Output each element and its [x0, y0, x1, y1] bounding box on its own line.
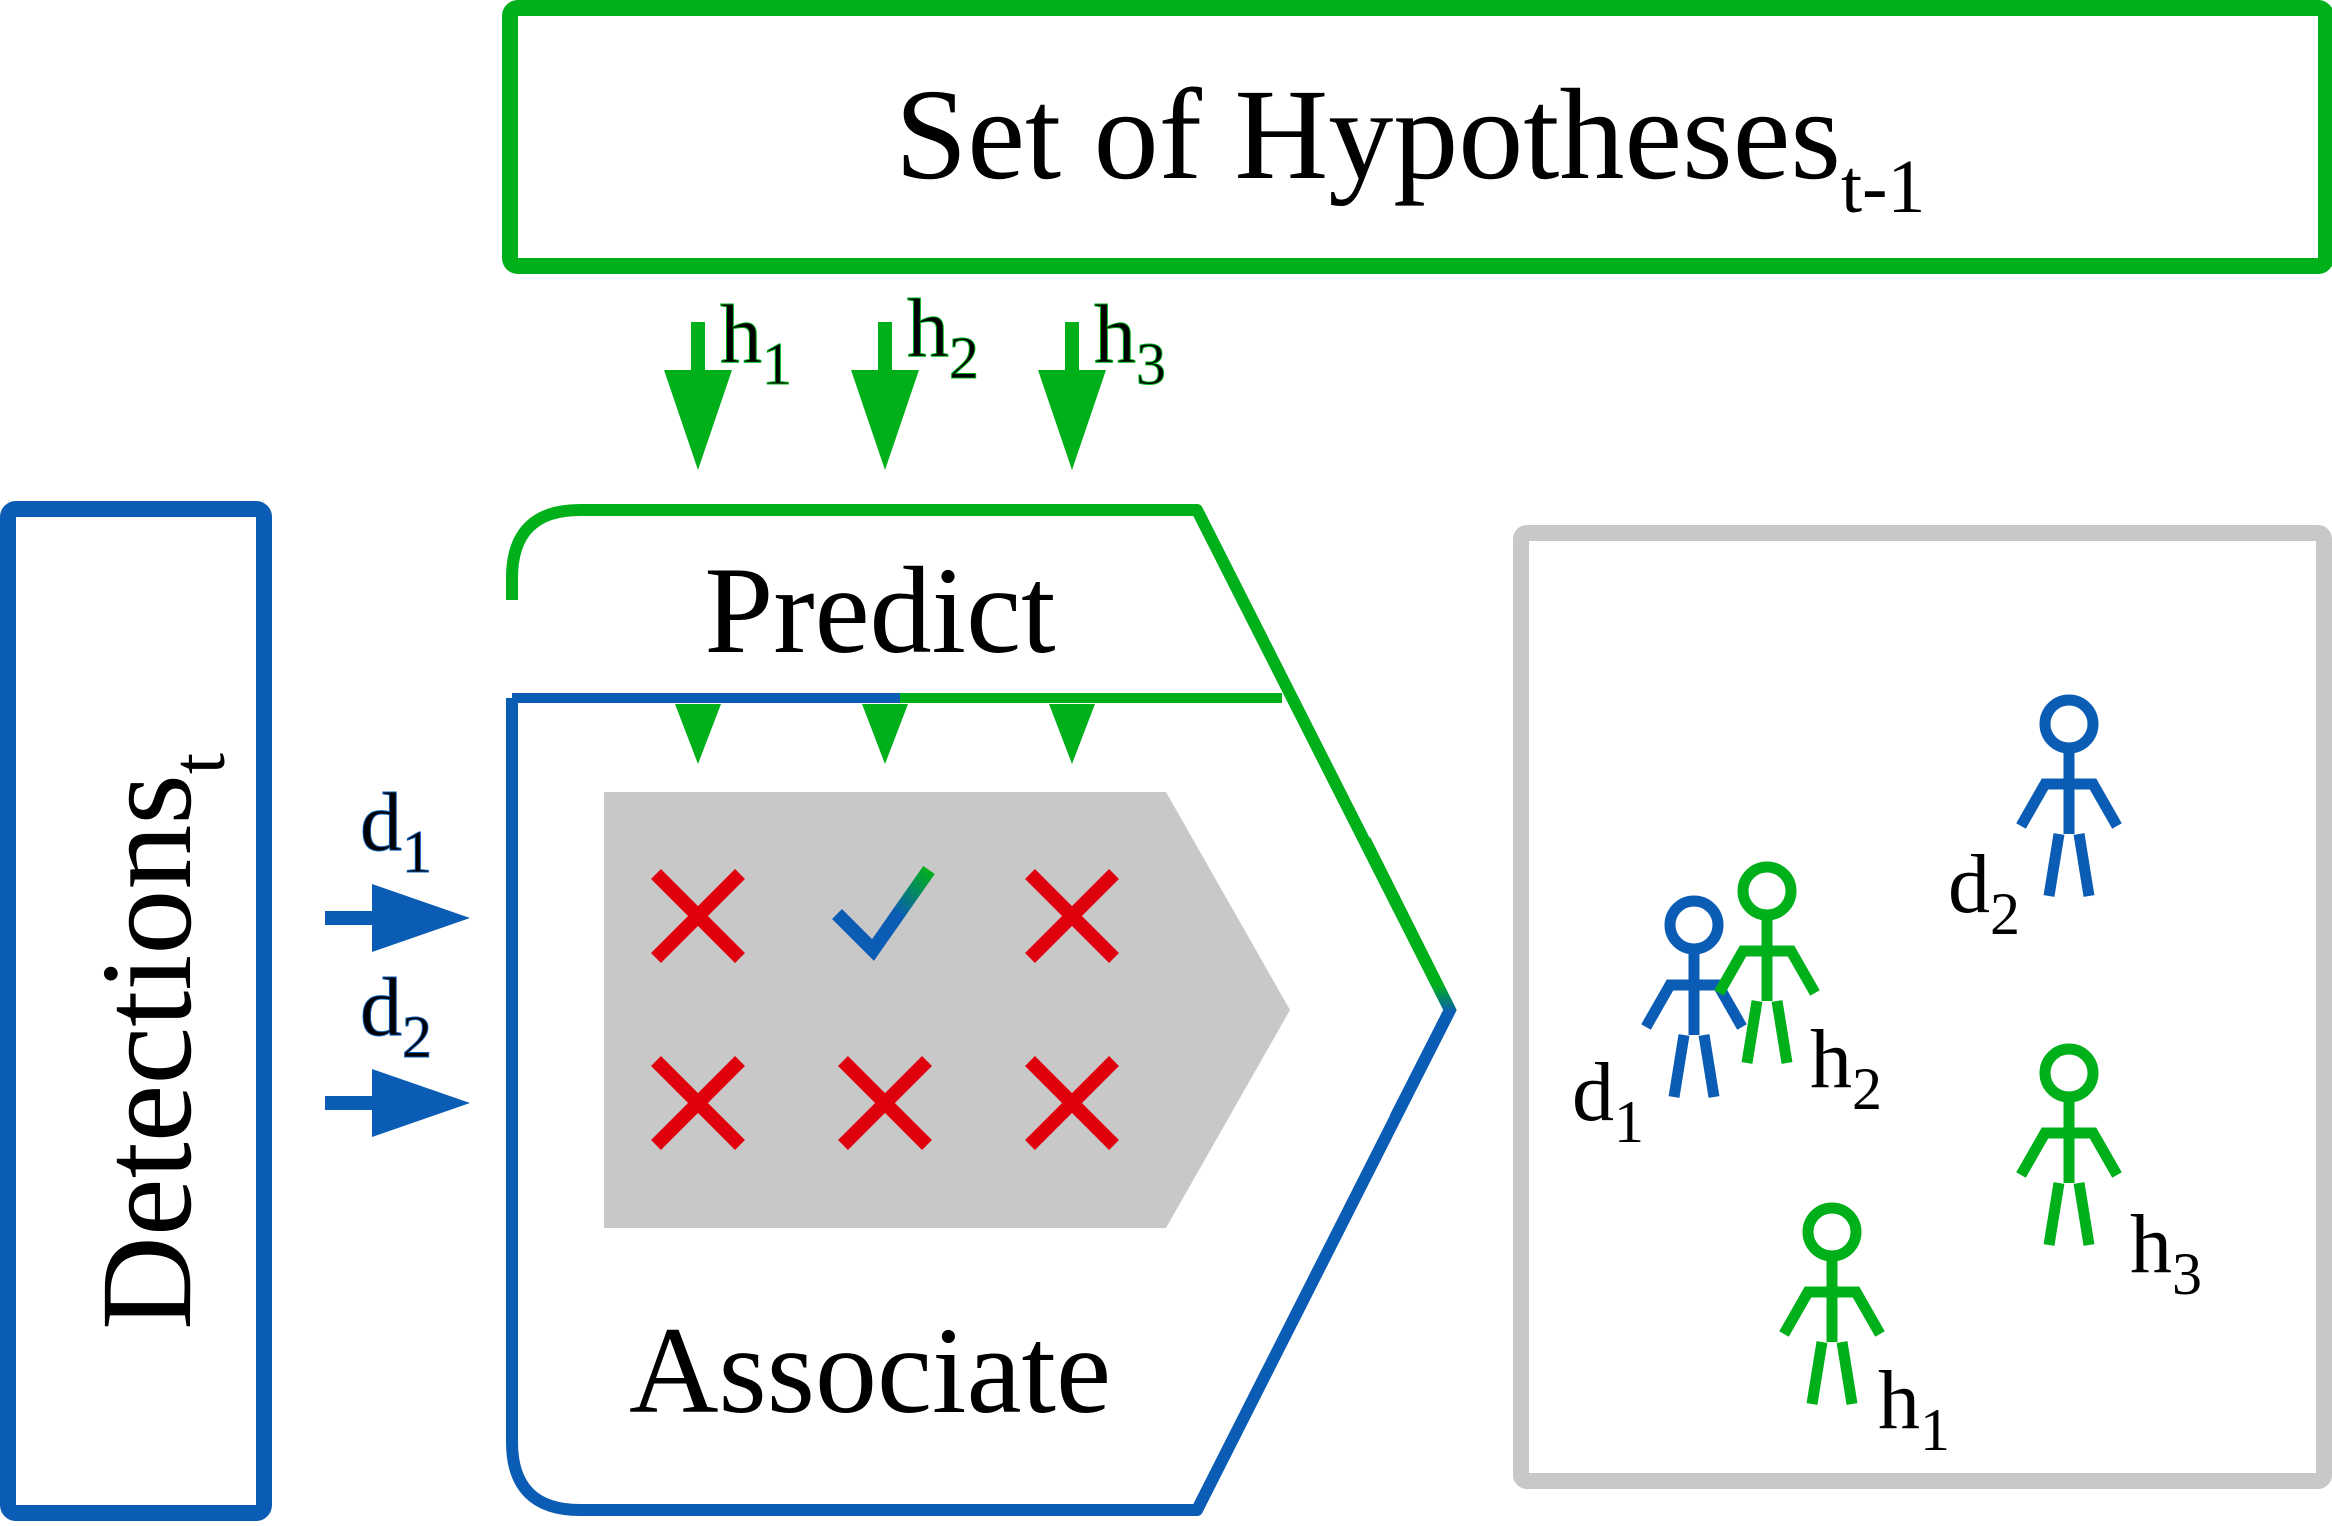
- hypothesis-arrow-label-1: h1: [720, 288, 792, 397]
- hypotheses-title: Set of Hypothesest-1: [895, 63, 1925, 229]
- hypothesis-person-icon: [1779, 1202, 1885, 1405]
- hypothesis-person-icon: [1714, 861, 1820, 1064]
- predict-label: Predict: [704, 542, 1055, 679]
- detections-title-subscript: t: [157, 753, 241, 774]
- association-matrix: [604, 792, 1290, 1228]
- detections-title: Detectionst: [75, 753, 241, 1330]
- detection-label: d1: [1572, 1046, 1644, 1155]
- predict-output-arrows: [675, 704, 1095, 764]
- predict-arrow-3: [1049, 704, 1095, 764]
- detection-arrow-1: d1: [325, 776, 470, 952]
- hypothesis-input-arrows: h1 h2 h3: [664, 282, 1167, 470]
- association-cells: [651, 865, 1119, 1150]
- detection-arrow-label-2: d2: [360, 961, 432, 1070]
- hypothesis-label: h2: [1810, 1013, 1882, 1122]
- hypotheses-box: Set of Hypothesest-1: [502, 0, 2332, 274]
- hypothesis-arrow-1: h1: [664, 288, 793, 470]
- hypothesis-arrow-2: h2: [851, 282, 980, 470]
- detection-person-icon: [1641, 895, 1747, 1098]
- process-block: Predict Associate: [506, 504, 1457, 1516]
- no-match-cross-icon: [1025, 869, 1119, 963]
- scene-frame: d1 h2 d2 h3 h1: [1513, 525, 2332, 1489]
- hypotheses-title-subscript: t-1: [1841, 145, 1925, 229]
- no-match-cross-icon: [1025, 1056, 1119, 1150]
- hypothesis-arrow-label-3: h3: [1094, 288, 1166, 397]
- hypothesis-person-icon: [2016, 1043, 2122, 1246]
- no-match-cross-icon: [651, 869, 745, 963]
- predict-arrow-2: [862, 704, 908, 764]
- detection-input-arrows: d1 d2: [325, 776, 470, 1137]
- no-match-cross-icon: [838, 1056, 932, 1150]
- detection-arrow-label-1: d1: [360, 776, 432, 885]
- scene-people: d1 h2 d2 h3 h1: [1572, 694, 2202, 1463]
- hypothesis-label: h1: [1878, 1354, 1950, 1463]
- associate-label: Associate: [629, 1302, 1111, 1439]
- hypothesis-label: h3: [2130, 1198, 2202, 1307]
- detection-person-icon: [2016, 694, 2122, 897]
- hypothesis-arrow-label-2: h2: [907, 282, 979, 391]
- detections-box: Detectionst: [0, 501, 272, 1521]
- no-match-cross-icon: [651, 1056, 745, 1150]
- predict-arrow-1: [675, 704, 721, 764]
- match-check-icon: [832, 865, 935, 961]
- detection-label: d2: [1948, 838, 2020, 947]
- detection-arrow-2: d2: [325, 961, 470, 1137]
- hypothesis-arrow-3: h3: [1038, 288, 1167, 470]
